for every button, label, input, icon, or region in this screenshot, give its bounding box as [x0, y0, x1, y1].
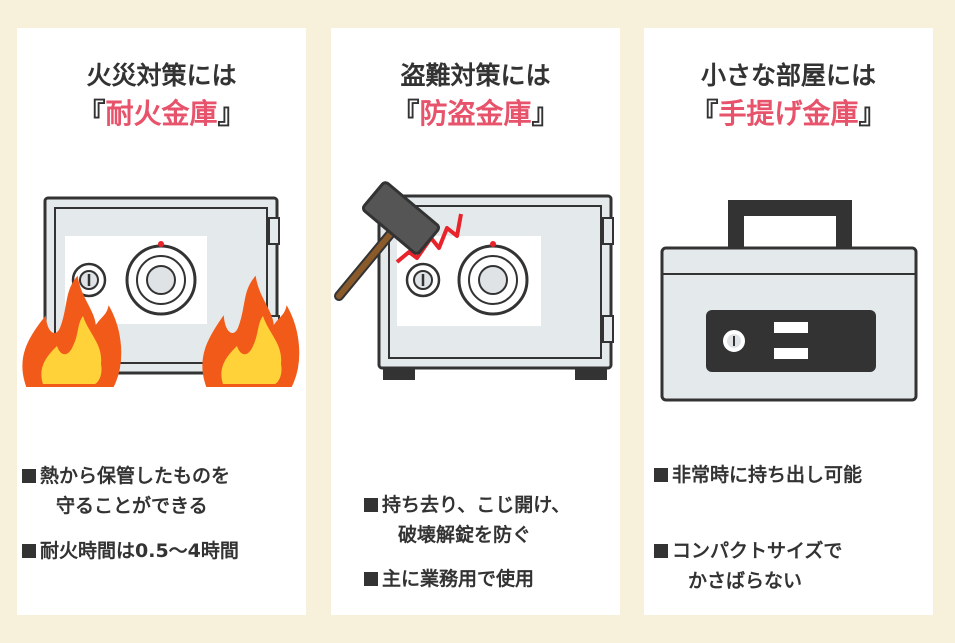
bracket-close: 』	[531, 97, 560, 130]
hammer-icon	[334, 181, 441, 301]
title-highlight: 耐火金庫	[105, 97, 218, 130]
bullet-square-icon	[364, 572, 378, 586]
bullet-square-icon	[22, 544, 36, 558]
cash-box-icon	[660, 200, 918, 402]
panel-title-line2: 『耐火金庫』	[17, 92, 306, 132]
panel-title-line2: 『手提げ金庫』	[644, 92, 933, 132]
bullet-square-icon	[364, 498, 378, 512]
flame-icon-left	[22, 275, 122, 387]
bracket-close: 』	[217, 97, 246, 130]
bracket-open: 『	[391, 97, 420, 130]
panel-title-line2: 『防盗金庫』	[331, 92, 620, 132]
bullet-item: 主に業務用で使用	[364, 564, 534, 594]
bullet-item: 持ち去り、こじ開け、 破壊解錠を防ぐ	[364, 490, 570, 550]
bullet-item: 熱から保管したものを 守ることができる	[22, 461, 230, 521]
bullet-square-icon	[22, 469, 36, 483]
panel-title-line1: 火災対策には	[86, 61, 237, 90]
bullet-square-icon	[654, 544, 668, 558]
panel-title-line1: 盗難対策には	[400, 61, 551, 90]
panel-title-line1: 小さな部屋には	[700, 61, 876, 90]
title-highlight: 手提げ金庫	[718, 97, 859, 130]
flame-icon-right	[202, 275, 300, 387]
bullet-item: 耐火時間は0.5〜4時間	[22, 536, 239, 566]
portable-safe-illustration	[660, 200, 918, 402]
crack-mark	[395, 213, 463, 264]
bullet-item: 非常時に持ち出し可能	[654, 460, 862, 490]
bracket-open: 『	[77, 97, 106, 130]
bullet-square-icon	[654, 468, 668, 482]
panel-fireproof: 火災対策には 『耐火金庫』	[17, 28, 306, 615]
fireproof-safe-illustration	[22, 196, 300, 387]
panel-portable: 小さな部屋には 『手提げ金庫』 非常時に持ち出し可能 コンパクトサイズで かさば…	[644, 28, 933, 615]
antitheft-safe-illustration	[334, 181, 614, 380]
panel-antitheft: 盗難対策には 『防盗金庫』	[331, 28, 620, 615]
safe-icon	[377, 194, 614, 380]
bracket-open: 『	[690, 97, 719, 130]
title-highlight: 防盗金庫	[419, 97, 532, 130]
bullet-item: コンパクトサイズで かさばらない	[654, 536, 842, 596]
bracket-close: 』	[858, 97, 887, 130]
